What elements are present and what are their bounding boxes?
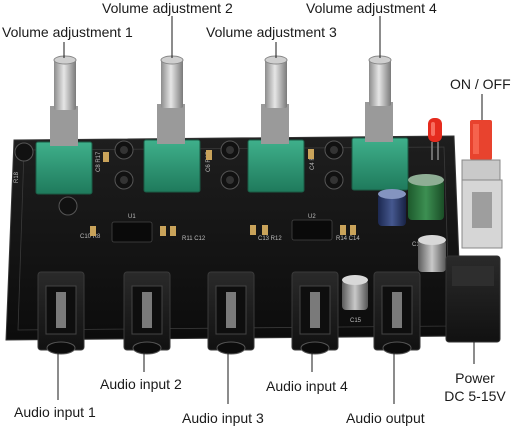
label-volume-adjustment-2: Volume adjustment 2: [102, 0, 233, 16]
small-capacitors: [14, 140, 344, 216]
svg-text:C6 R15: C6 R15: [206, 151, 212, 172]
smd-components: [90, 149, 356, 236]
power-led: [428, 118, 442, 160]
svg-text:C11: C11: [412, 242, 423, 248]
label-volume-adjustment-3: Volume adjustment 3: [206, 24, 337, 40]
potentiometer-3: [247, 55, 305, 193]
label-audio-input-2: Audio input 2: [100, 376, 182, 392]
dc-power-jack: [445, 255, 501, 343]
audio-jack-4: [291, 271, 339, 355]
silkscreen-text: R18 C8 R17 C6 R15 C4 R13 C10 R8 R11 C12 …: [14, 149, 423, 324]
label-power: Power: [455, 370, 495, 386]
svg-text:R11 C12: R11 C12: [182, 236, 206, 242]
large-capacitors: [342, 174, 446, 310]
svg-text:C10 R8: C10 R8: [80, 234, 101, 240]
svg-text:U2: U2: [308, 214, 316, 220]
audio-jack-3: [207, 271, 255, 355]
svg-text:C4 R13: C4 R13: [310, 149, 316, 170]
label-on-off: ON / OFF: [450, 76, 511, 92]
on-off-switch: [461, 120, 503, 249]
label-audio-input-3: Audio input 3: [182, 410, 264, 426]
label-audio-output: Audio output: [346, 410, 425, 426]
label-audio-input-4: Audio input 4: [266, 378, 348, 394]
leader-lines: [57, 16, 483, 404]
svg-text:C8 R17: C8 R17: [96, 151, 102, 172]
audio-jack-output: [373, 271, 421, 355]
label-volume-adjustment-1: Volume adjustment 1: [2, 24, 133, 40]
ic-chip-u2: [291, 219, 333, 241]
label-volume-adjustment-4: Volume adjustment 4: [306, 0, 437, 16]
svg-text:C13 R12: C13 R12: [258, 236, 282, 242]
potentiometer-4: [351, 55, 409, 191]
potentiometer-1: [35, 55, 93, 195]
label-power-voltage: DC 5-15V: [444, 388, 506, 404]
audio-jack-2: [123, 271, 171, 355]
svg-text:U1: U1: [128, 214, 136, 220]
label-audio-input-1: Audio input 1: [14, 404, 96, 420]
svg-text:C15: C15: [350, 318, 362, 324]
svg-text:R18: R18: [14, 171, 20, 183]
potentiometer-2: [143, 55, 201, 193]
svg-text:R14 C14: R14 C14: [336, 236, 360, 242]
audio-jack-1: [37, 271, 85, 355]
ic-chip-u1: [111, 221, 153, 243]
